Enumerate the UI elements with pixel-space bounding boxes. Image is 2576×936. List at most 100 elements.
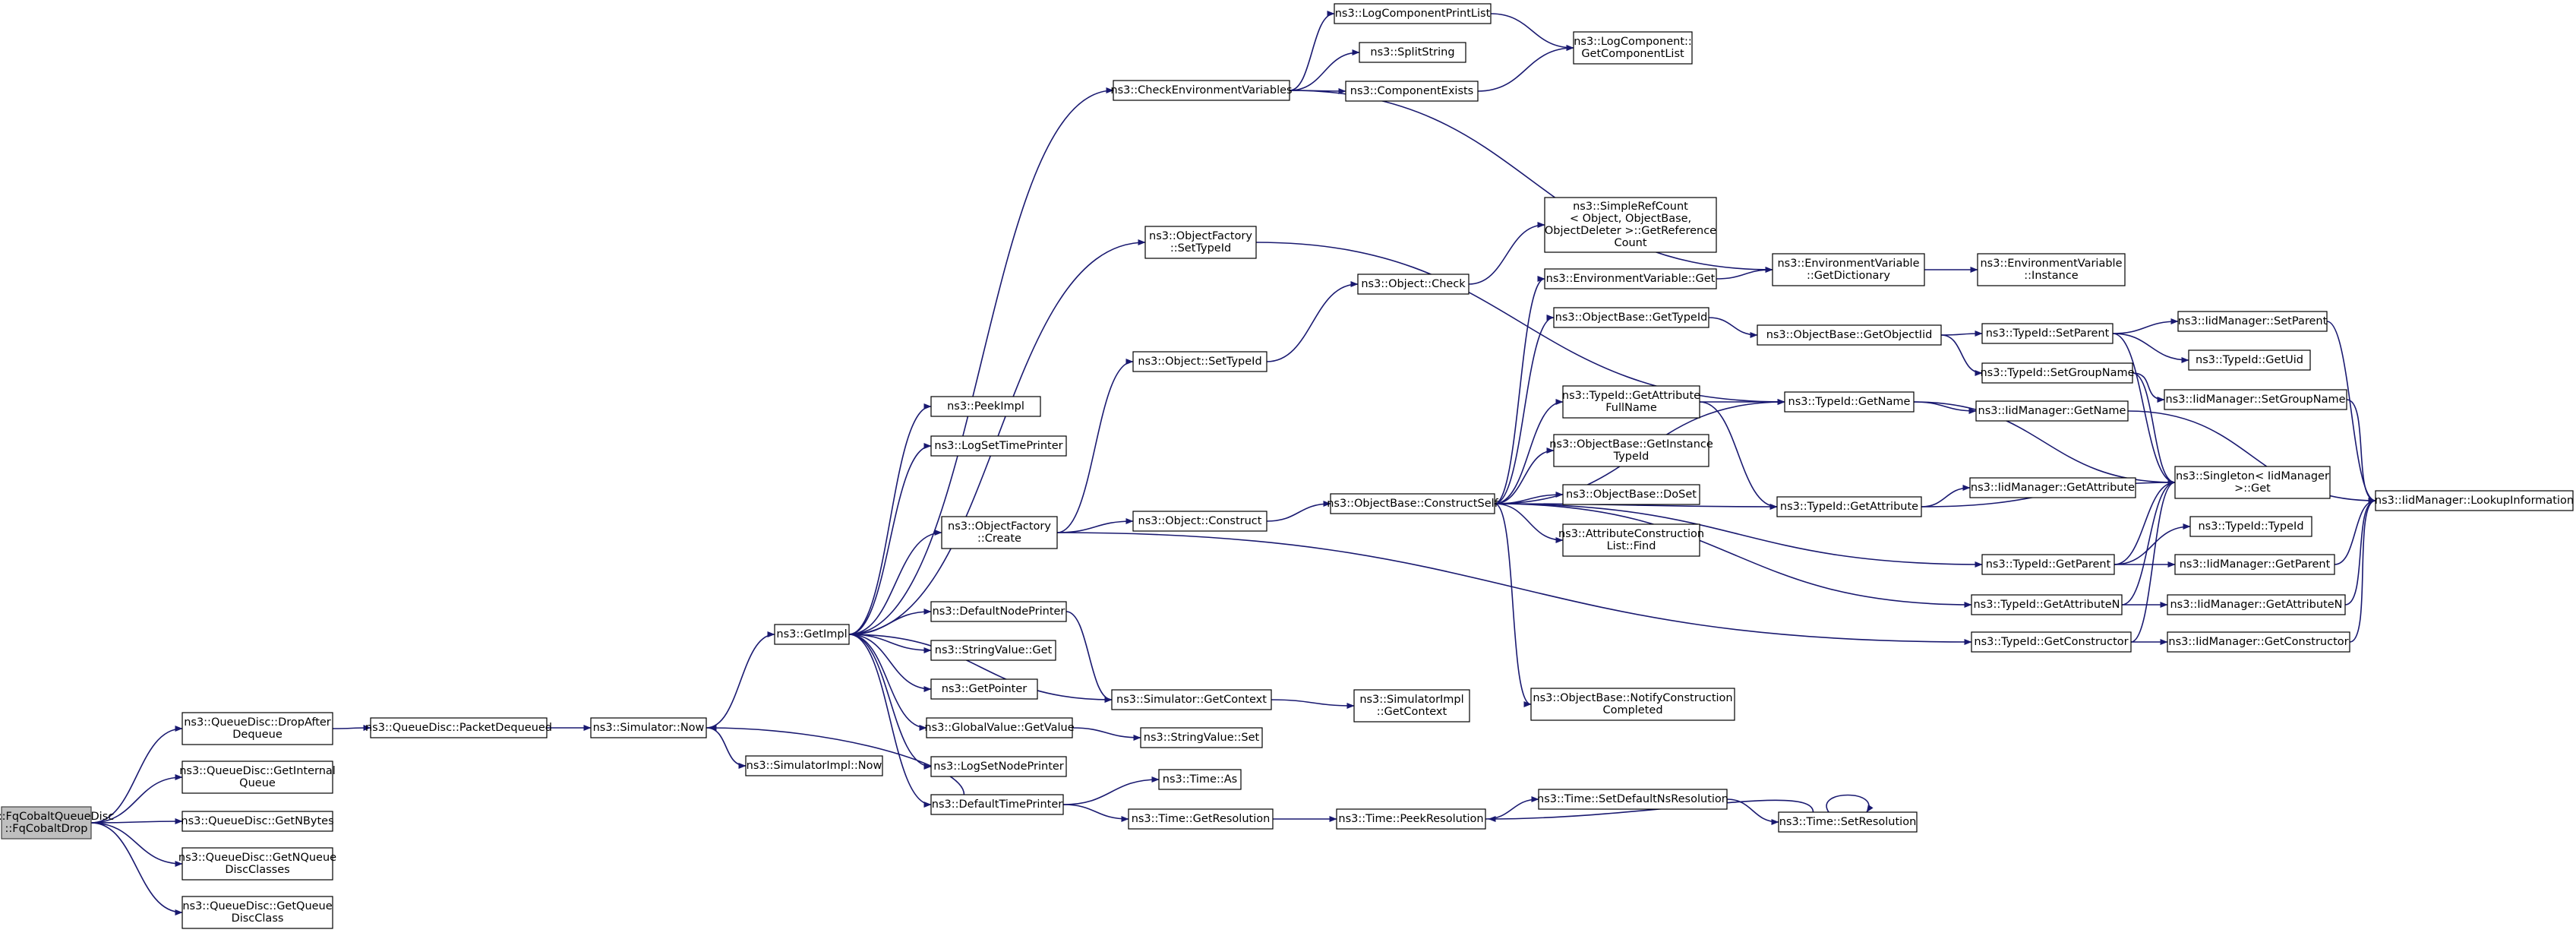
node-compexists[interactable]: ns3::ComponentExists	[1345, 81, 1479, 102]
node-box	[1784, 391, 1915, 413]
node-label: ::SetTypeId	[1170, 242, 1231, 255]
node-label: ns3::StringValue::Set	[1144, 732, 1260, 744]
node-typeidgetparent[interactable]: ns3::TypeId::GetParent	[1981, 554, 2115, 575]
node-defnodeprinter[interactable]: ns3::DefaultNodePrinter	[930, 601, 1067, 622]
node-iidgetparent[interactable]: ns3::IidManager::GetParent	[2174, 554, 2335, 575]
node-logcompprint[interactable]: ns3::LogComponentPrintList	[1334, 3, 1492, 24]
node-logsetnode[interactable]: ns3::LogSetNodePrinter	[930, 756, 1067, 777]
node-typeidgetuid[interactable]: ns3::TypeId::GetUid	[2188, 349, 2311, 371]
node-typeidsetparent[interactable]: ns3::TypeId::SetParent	[1981, 323, 2114, 344]
node-simimplnow[interactable]: ns3::SimulatorImpl::Now	[745, 755, 883, 776]
node-simplerefcount[interactable]: ns3::SimpleRefCount< Object, ObjectBase,…	[1544, 197, 1717, 253]
node-logsettime[interactable]: ns3::LogSetTimePrinter	[930, 435, 1067, 457]
node-label: ns3::Time::SetResolution	[1779, 816, 1917, 828]
node-stringvalget[interactable]: ns3::StringValue::Get	[930, 640, 1056, 661]
node-checkenv[interactable]: ns3::CheckEnvironmentVariables	[1110, 80, 1293, 101]
node-objsettype[interactable]: ns3::Object::SetTypeId	[1132, 351, 1267, 372]
node-box	[2375, 490, 2574, 511]
node-objconstruct[interactable]: ns3::Object::Construct	[1132, 511, 1267, 532]
node-label: ns3::GetImpl	[776, 628, 847, 640]
node-label: ns3::FqCobaltQueueDisc	[0, 811, 114, 823]
node-label: ns3::SimulatorImpl	[1359, 694, 1463, 706]
node-objcheck[interactable]: ns3::Object::Check	[1357, 274, 1470, 295]
node-objfactcreate[interactable]: ns3::ObjectFactory::Create	[941, 516, 1058, 549]
node-label: ns3::ObjectBase::NotifyConstruction	[1533, 692, 1732, 704]
node-label: TypeId	[1613, 451, 1649, 463]
node-label: ::FqCobaltDrop	[5, 823, 88, 835]
node-label: ns3::GlobalValue::GetValue	[924, 722, 1074, 734]
node-label: ns3::ObjectFactory	[948, 520, 1051, 533]
node-peekimpl[interactable]: ns3::PeekImpl	[930, 396, 1041, 417]
node-objbasenotify[interactable]: ns3::ObjectBase::NotifyConstructionCompl…	[1530, 688, 1735, 721]
edge-iidgetattrn-to-iidlookup	[2344, 498, 2376, 606]
edge-getimpl-to-peekimpl	[848, 403, 932, 635]
node-label: ns3::QueueDisc::GetNBytes	[181, 815, 333, 827]
edge-checkenv-to-splitstring	[1289, 49, 1360, 91]
node-label: Completed	[1602, 704, 1662, 716]
node-stringvalset[interactable]: ns3::StringValue::Set	[1140, 727, 1263, 748]
node-label: ns3::QueueDisc::GetNQueue	[178, 852, 336, 864]
node-fqcobalt[interactable]: ns3::FqCobaltQueueDisc::FqCobaltDrop	[0, 806, 114, 840]
node-globalvalget[interactable]: ns3::GlobalValue::GetValue	[924, 717, 1075, 738]
node-box	[370, 717, 548, 738]
node-box	[930, 678, 1038, 700]
node-objbasecs[interactable]: ns3::ObjectBase::ConstructSelf	[1327, 493, 1499, 514]
node-iidsetgroup[interactable]: ns3::IidManager::SetGroupName	[2164, 389, 2347, 410]
node-typeidtypeid[interactable]: ns3::TypeId::TypeId	[2189, 516, 2312, 537]
node-objbasegetobjid[interactable]: ns3::ObjectBase::GetObjectIid	[1757, 324, 1942, 346]
node-envvargetdict[interactable]: ns3::EnvironmentVariable::GetDictionary	[1772, 253, 1925, 286]
node-timesetdefault[interactable]: ns3::Time::SetDefaultNsResolution	[1537, 789, 1728, 810]
node-getimpl[interactable]: ns3::GetImpl	[774, 624, 850, 645]
node-envvarinst[interactable]: ns3::EnvironmentVariable::Instance	[1977, 253, 2126, 286]
node-packetdeq[interactable]: ns3::QueueDisc::PacketDequeued	[365, 717, 552, 738]
node-singleton[interactable]: ns3::Singleton< IidManager>::Get	[2174, 466, 2331, 499]
node-simimplgetctx[interactable]: ns3::SimulatorImpl::GetContext	[1353, 689, 1470, 723]
edge-objsettype-to-objcheck	[1266, 281, 1359, 362]
node-typeidgetconstr[interactable]: ns3::TypeId::GetConstructor	[1971, 631, 2132, 653]
node-iidlookup[interactable]: ns3::IidManager::LookupInformation	[2375, 490, 2574, 511]
node-typeidsetgroup[interactable]: ns3::TypeId::SetGroupName	[1980, 362, 2135, 384]
node-simnow[interactable]: ns3::Simulator::Now	[590, 717, 707, 738]
node-timegetres[interactable]: ns3::Time::GetResolution	[1128, 808, 1274, 830]
node-objbasegettypeid[interactable]: ns3::ObjectBase::GetTypeId	[1553, 307, 1709, 328]
node-typeidgetname[interactable]: ns3::TypeId::GetName	[1784, 391, 1915, 413]
node-iidsetparent[interactable]: ns3::IidManager::SetParent	[2177, 311, 2328, 332]
node-timeas[interactable]: ns3::Time::As	[1158, 769, 1242, 790]
node-getnbytes[interactable]: ns3::QueueDisc::GetNBytes	[181, 811, 334, 832]
node-simgetctx[interactable]: ns3::Simulator::GetContext	[1111, 689, 1272, 710]
node-label: Count	[1614, 237, 1646, 249]
node-box	[926, 717, 1073, 738]
node-box	[1330, 493, 1495, 514]
node-objfactsettype[interactable]: ns3::ObjectFactory::SetTypeId	[1144, 226, 1257, 259]
node-getpointer[interactable]: ns3::GetPointer	[930, 678, 1038, 700]
node-label: ns3::LogComponentPrintList	[1335, 8, 1491, 20]
node-iidgetname[interactable]: ns3::IidManager::GetName	[1975, 400, 2129, 422]
node-deftimeprinter[interactable]: ns3::DefaultTimePrinter	[930, 794, 1064, 815]
node-box	[1757, 324, 1942, 346]
node-splitstring[interactable]: ns3::SplitString	[1359, 42, 1466, 63]
node-typeidgetattrn[interactable]: ns3::TypeId::GetAttributeN	[1971, 594, 2123, 615]
node-objbasedoset[interactable]: ns3::ObjectBase::DoSet	[1562, 484, 1700, 505]
node-envvarget[interactable]: ns3::EnvironmentVariable::Get	[1544, 268, 1717, 289]
edge-typeidsetparent-to-singleton	[2112, 333, 2176, 485]
node-timepeekres[interactable]: ns3::Time::PeekResolution	[1336, 808, 1486, 830]
node-box	[941, 516, 1058, 549]
node-typeidgetattr[interactable]: ns3::TypeId::GetAttribute	[1776, 496, 1922, 517]
node-iidgetattr[interactable]: ns3::IidManager::GetAttribute	[1969, 477, 2136, 498]
edge-iidgetconstr-to-iidlookup	[2349, 498, 2376, 643]
edge-typeidsetparent-to-typeidgetuid	[2112, 333, 2189, 363]
node-label: ns3::DefaultTimePrinter	[932, 798, 1062, 811]
node-timesetres[interactable]: ns3::Time::SetResolution	[1778, 811, 1918, 833]
node-box	[1562, 484, 1700, 505]
node-iidgetconstr[interactable]: ns3::IidManager::GetConstructor	[2167, 631, 2350, 653]
node-iidgetattrn[interactable]: ns3::IidManager::GetAttributeN	[2167, 594, 2346, 615]
node-logcompget[interactable]: ns3::LogComponent::GetComponentList	[1573, 31, 1693, 65]
